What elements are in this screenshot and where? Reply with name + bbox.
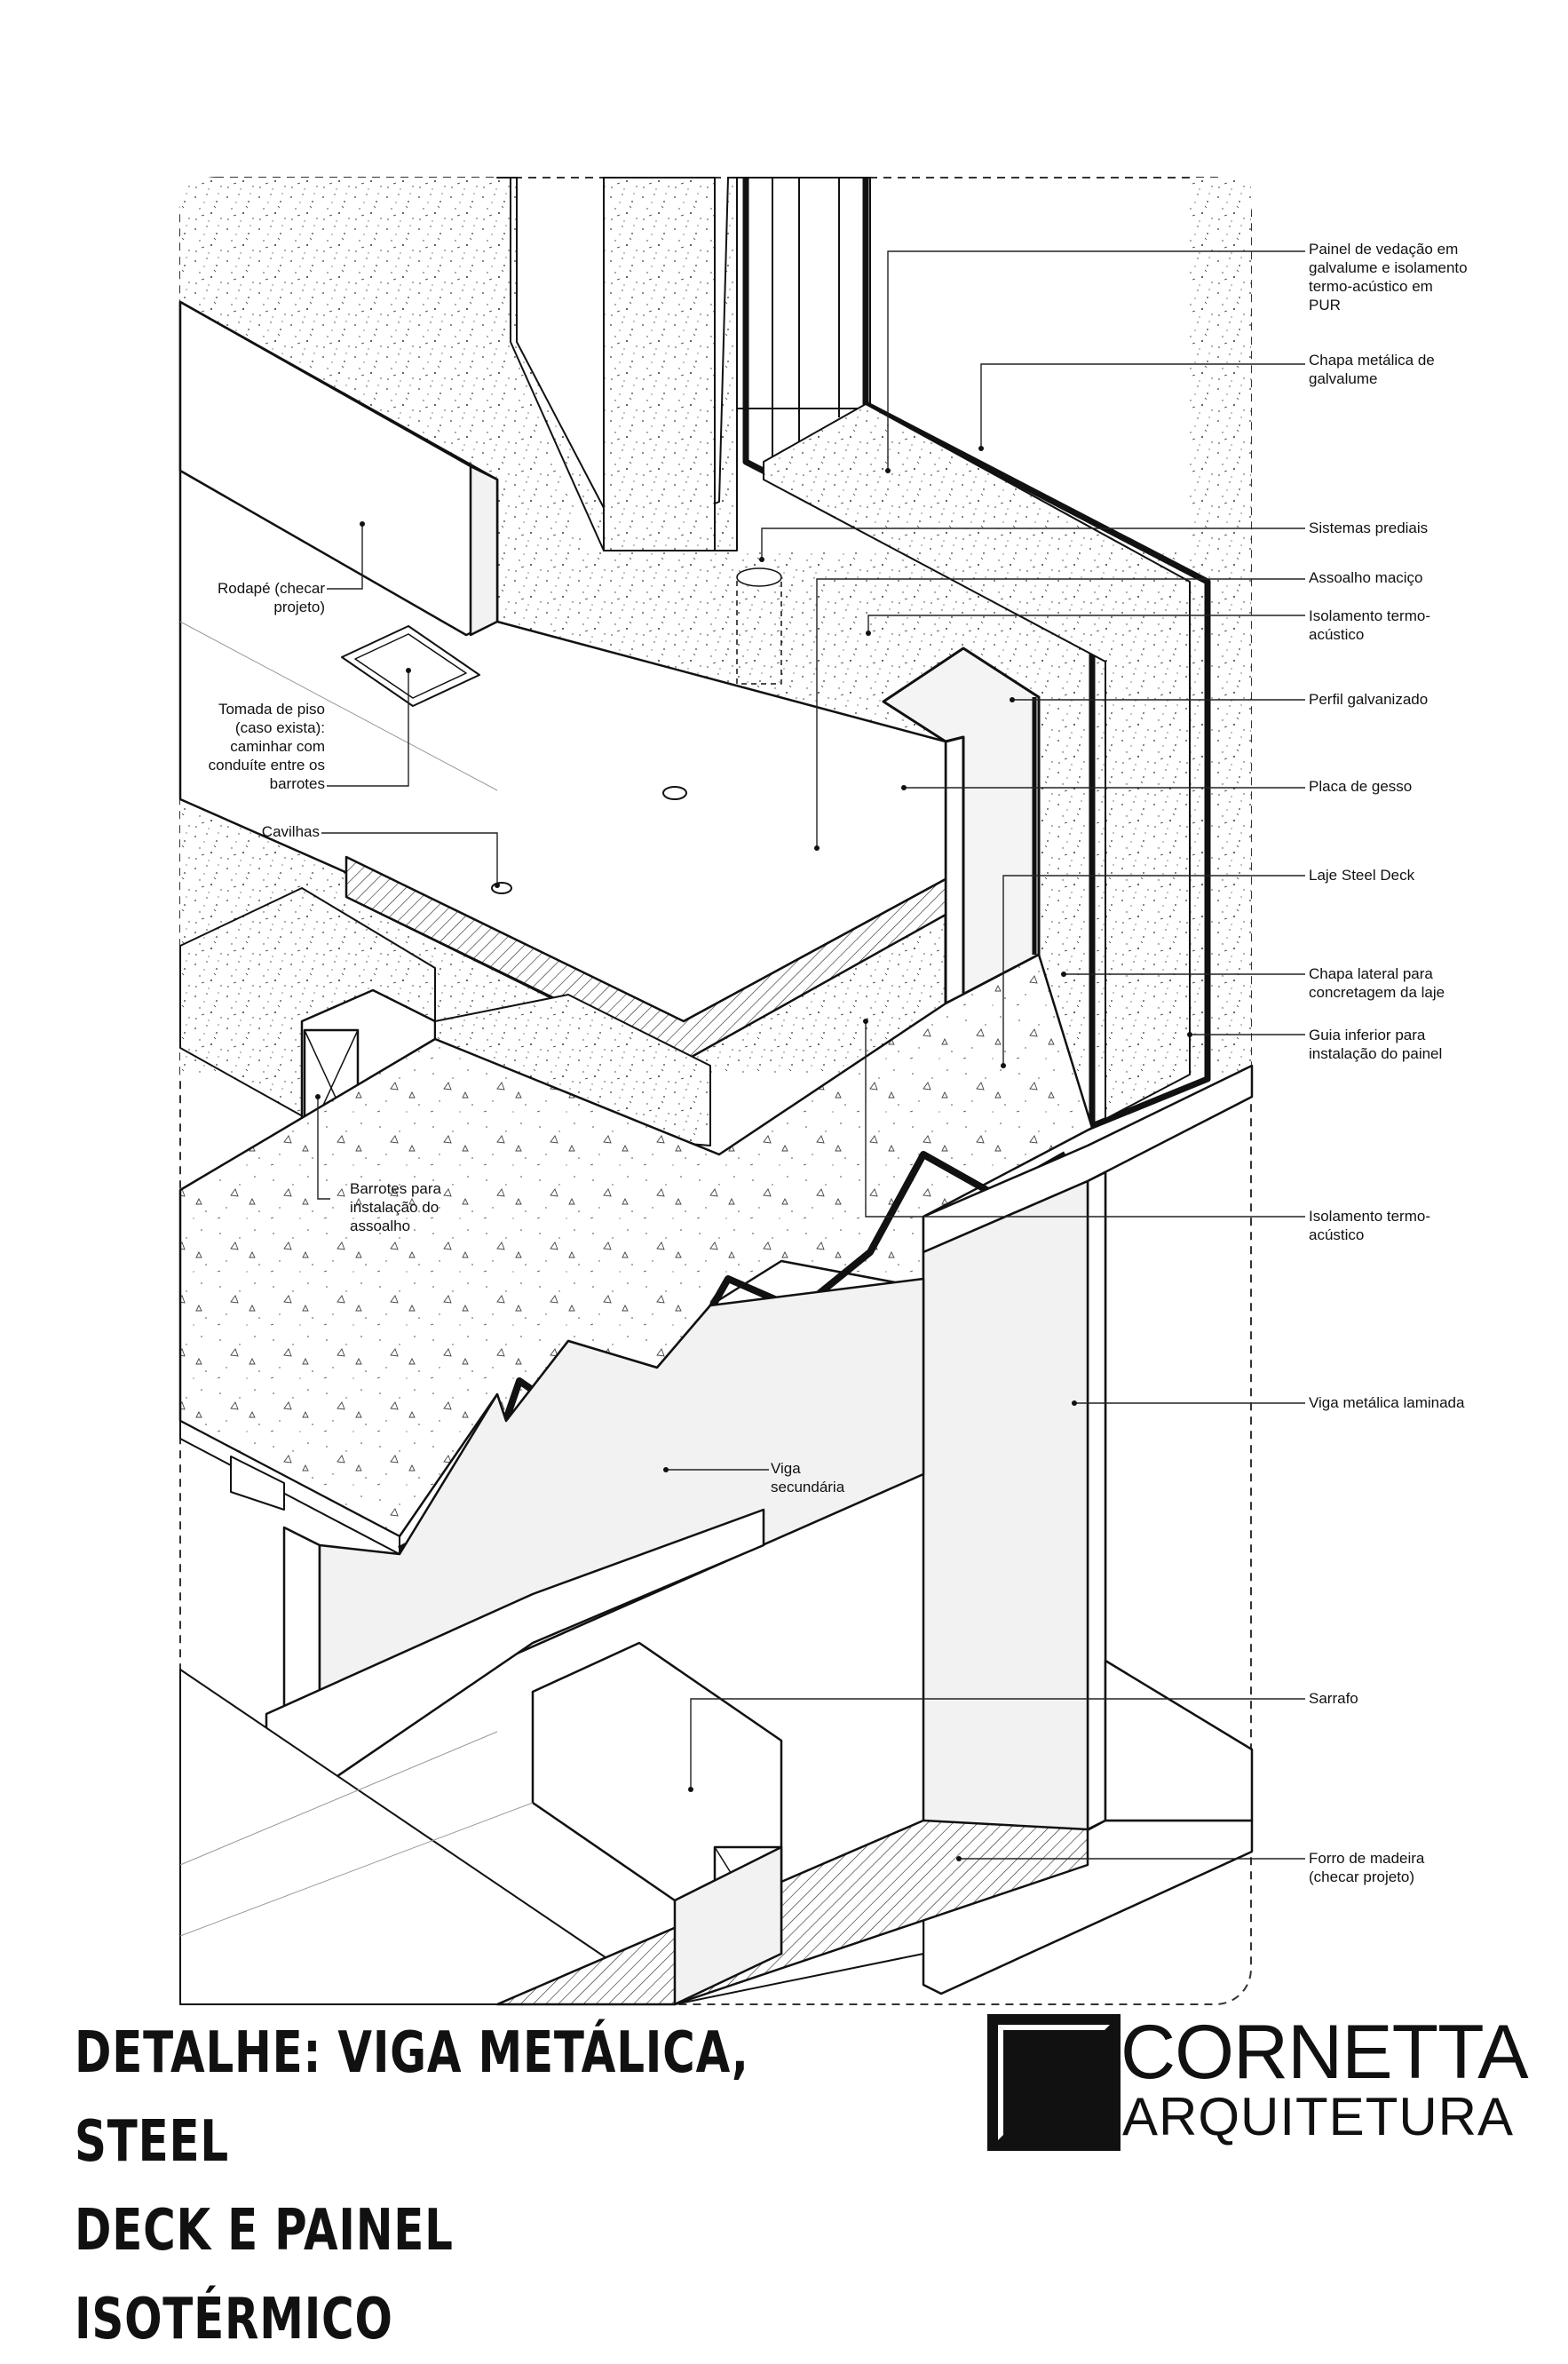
label-guia-inferior: Guia inferior para instalação do painel xyxy=(1309,1027,1443,1062)
isometric-detail-drawing xyxy=(178,177,1305,2006)
logo-subtitle: ARQUITETURA xyxy=(1122,2087,1515,2146)
label-chapa-lateral: Chapa lateral para concretagem da laje xyxy=(1309,965,1445,1001)
label-barrotes: Barrotes para instalação do assoalho xyxy=(350,1180,441,1234)
leader-lines xyxy=(317,250,1305,1860)
label-isolamento-termo-2: Isolamento termo- acústico xyxy=(1309,1208,1430,1243)
label-assoalho-macico: Assoalho maciço xyxy=(1309,569,1423,586)
label-tomada-piso: Tomada de piso (caso exista): caminhar c… xyxy=(208,701,325,792)
leader-dots xyxy=(315,446,1192,1861)
logo-name: CORNETTA xyxy=(1121,2010,1529,2095)
panel-band-1 xyxy=(603,177,716,551)
label-sistemas-prediais: Sistemas prediais xyxy=(1309,520,1429,536)
label-placa-gesso: Placa de gesso xyxy=(1309,778,1413,795)
label-rodape: Rodapé (checar projeto) xyxy=(218,580,325,615)
floor-outlet xyxy=(341,625,480,707)
label-perfil-galvanizado: Perfil galvanizado xyxy=(1309,691,1429,708)
label-viga-metalica-laminada: Viga metálica laminada xyxy=(1309,1394,1465,1411)
panel-band-2 xyxy=(736,177,871,409)
label-laje-steel-deck: Laje Steel Deck xyxy=(1309,867,1415,884)
cornetta-logo-icon xyxy=(987,2014,1121,2151)
steel-deck-slab xyxy=(178,953,1094,1538)
label-chapa-metalica: Chapa metálica de galvalume xyxy=(1309,352,1435,387)
galvalume-sheet xyxy=(862,178,1211,1131)
label-isolamento-termo-1: Isolamento termo- acústico xyxy=(1309,607,1430,643)
page-title: DETALHE: VIGA METÁLICA, STEEL DECK E PAI… xyxy=(75,2020,749,2352)
dowel-1 xyxy=(662,786,687,800)
label-painel-vedacao: Painel de vedação em galvalume e isolame… xyxy=(1309,241,1468,313)
label-viga-secundaria: Viga secundária xyxy=(771,1460,845,1495)
wall-panel-insulation xyxy=(763,403,1191,1120)
label-forro-madeira: Forro de madeira (checar projeto) xyxy=(1309,1850,1425,1885)
label-cavilhas: Cavilhas xyxy=(261,823,320,840)
label-sarrafo: Sarrafo xyxy=(1309,1690,1358,1707)
construction-drawing xyxy=(178,177,1254,2006)
